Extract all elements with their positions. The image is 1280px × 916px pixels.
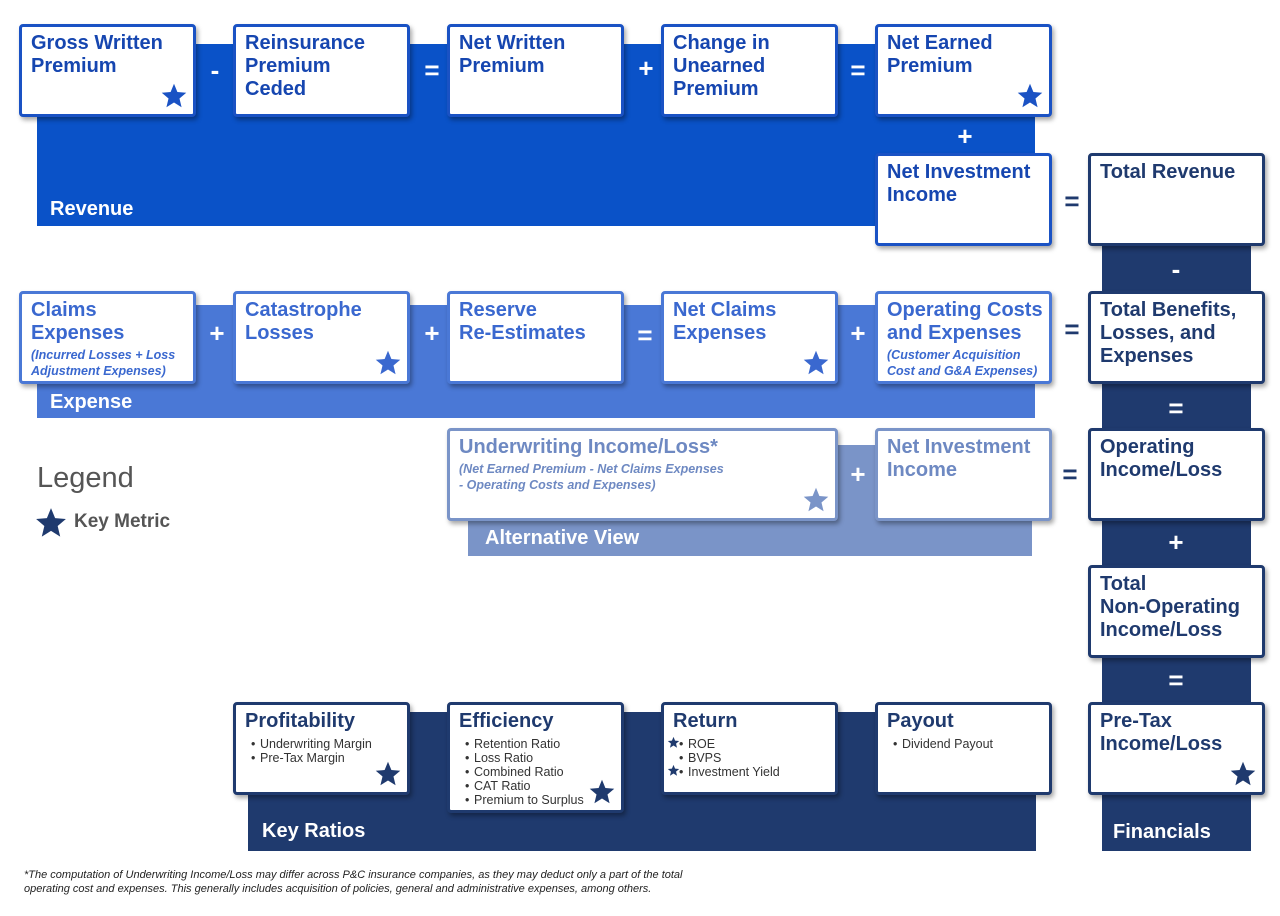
list-item: •Underwriting Margin (251, 737, 372, 751)
equals-operator: = (1168, 665, 1184, 695)
plus-operator: + (209, 318, 225, 348)
change-in-unearned-premium-box: Change in Unearned Premium (661, 24, 838, 117)
payout-title: Payout (887, 710, 954, 732)
list-item: •ROE (679, 737, 826, 751)
list-item: •BVPS (679, 751, 722, 765)
net-investment-income-box: Net Investment Income (875, 153, 1052, 246)
net-earned-premium-title: Net Earned Premium (887, 32, 993, 77)
list-item: •Investment Yield (679, 765, 826, 779)
key-metric-star-icon (160, 82, 188, 110)
equals-operator: = (1064, 186, 1080, 216)
list-item: •Loss Ratio (465, 751, 534, 765)
key-metric-star-icon (667, 764, 680, 777)
equals-operator: = (850, 55, 866, 85)
gross-written-premium-title: Gross Written Premium (31, 32, 163, 77)
net-claims-expenses-box: Net Claims Expenses (661, 291, 838, 384)
plus-operator: + (850, 459, 866, 489)
efficiency-title: Efficiency (459, 710, 554, 732)
alternative-band-label: Alternative View (485, 527, 640, 549)
footnote: *The computation of Underwriting Income/… (24, 869, 683, 895)
key-ratios-band-label: Key Ratios (262, 820, 366, 842)
financials-band-label: Financials (1113, 821, 1211, 843)
return-list: •ROE •BVPS •Investment Yield (679, 737, 826, 779)
profitability-title: Profitability (245, 710, 356, 732)
key-metric-star-icon (1229, 760, 1257, 788)
key-metric-star-icon (374, 349, 402, 377)
legend-title: Legend (37, 462, 134, 494)
key-metric-star-icon (1016, 82, 1044, 110)
alt-net-investment-income-box: Net Investment Income (875, 428, 1052, 521)
return-box: Return •ROE •BVPS •Investment Yield (661, 702, 838, 795)
gross-written-premium-box: Gross Written Premium (19, 24, 196, 117)
underwriting-income-box: Underwriting Income/Loss* (Net Earned Pr… (447, 428, 838, 521)
efficiency-box: Efficiency •Retention Ratio •Loss Ratio … (447, 702, 624, 813)
total-benefits-box: Total Benefits, Losses, and Expenses (1088, 291, 1265, 384)
total-revenue-box: Total Revenue (1088, 153, 1265, 246)
operating-income-title: Operating Income/Loss (1100, 436, 1223, 481)
plus-operator: + (850, 318, 866, 348)
key-metric-star-icon (374, 760, 402, 788)
legend-key-metric-label: Key Metric (74, 511, 171, 532)
net-claims-expenses-title: Net Claims Expenses (673, 299, 777, 344)
pre-tax-income-title: Pre-Tax Income/Loss (1100, 710, 1223, 755)
expense-band-label: Expense (50, 391, 133, 413)
payout-list: •Dividend Payout (893, 737, 1040, 751)
claims-expenses-title: Claims Expenses (31, 299, 125, 344)
plus-operator: + (638, 53, 654, 83)
plus-operator: + (1168, 527, 1184, 557)
list-item: •Premium to Surplus (465, 793, 584, 807)
plus-operator: + (957, 121, 973, 151)
key-metric-star-icon (667, 736, 680, 749)
reinsurance-premium-ceded-title: Reinsurance Premium Ceded (245, 32, 366, 100)
minus-operator: - (210, 55, 220, 85)
underwriting-income-subtitle: (Net Earned Premium - Net Claims Expense… (459, 462, 724, 492)
plus-operator: + (424, 318, 440, 348)
total-revenue-title: Total Revenue (1100, 161, 1236, 183)
operating-costs-title: Operating Costs and Expenses (887, 299, 1043, 344)
equals-operator: = (637, 320, 653, 350)
underwriting-income-title: Underwriting Income/Loss* (459, 436, 718, 458)
change-in-unearned-premium-title: Change in Unearned Premium (673, 32, 770, 100)
key-metric-star-icon (588, 778, 616, 806)
list-item: •Dividend Payout (893, 737, 994, 751)
claims-expenses-box: Claims Expenses (Incurred Losses + Loss … (19, 291, 196, 384)
reserve-re-estimates-box: Reserve Re-Estimates (447, 291, 624, 384)
key-metric-star-icon (802, 486, 830, 514)
reinsurance-premium-ceded-box: Reinsurance Premium Ceded (233, 24, 410, 117)
equals-operator: = (424, 55, 440, 85)
operating-costs-box: Operating Costs and Expenses (Customer A… (875, 291, 1052, 384)
non-operating-income-box: Total Non-Operating Income/Loss (1088, 565, 1265, 658)
return-title: Return (673, 710, 738, 732)
list-item: •CAT Ratio (465, 779, 531, 793)
key-metric-star-icon (802, 349, 830, 377)
minus-operator: - (1171, 254, 1181, 284)
operating-costs-subtitle: (Customer Acquisition Cost and G&A Expen… (887, 348, 1038, 378)
revenue-band-label: Revenue (50, 198, 134, 220)
list-item: •Pre-Tax Margin (251, 751, 345, 765)
net-written-premium-box: Net Written Premium (447, 24, 624, 117)
equals-operator: = (1064, 314, 1080, 344)
operating-income-box: Operating Income/Loss (1088, 428, 1265, 521)
net-investment-income-title: Net Investment Income (887, 161, 1031, 206)
equals-operator: = (1168, 393, 1184, 423)
net-written-premium-title: Net Written Premium (459, 32, 566, 77)
profitability-list: •Underwriting Margin •Pre-Tax Margin (251, 737, 398, 765)
total-benefits-title: Total Benefits, Losses, and Expenses (1100, 299, 1237, 367)
profitability-box: Profitability •Underwriting Margin •Pre-… (233, 702, 410, 795)
list-item: •Combined Ratio (465, 765, 564, 779)
catastrophe-losses-title: Catastrophe Losses (245, 299, 362, 344)
payout-box: Payout •Dividend Payout (875, 702, 1052, 795)
efficiency-list: •Retention Ratio •Loss Ratio •Combined R… (465, 737, 612, 807)
reserve-re-estimates-title: Reserve Re-Estimates (459, 299, 586, 344)
pre-tax-income-box: Pre-Tax Income/Loss (1088, 702, 1265, 795)
legend-star-icon (34, 506, 68, 540)
net-earned-premium-box: Net Earned Premium (875, 24, 1052, 117)
equals-operator: = (1062, 459, 1078, 489)
list-item: •Retention Ratio (465, 737, 561, 751)
non-operating-income-title: Total Non-Operating Income/Loss (1100, 573, 1240, 641)
claims-expenses-subtitle: (Incurred Losses + Loss Adjustment Expen… (31, 348, 176, 378)
alt-net-investment-income-title: Net Investment Income (887, 436, 1031, 481)
catastrophe-losses-box: Catastrophe Losses (233, 291, 410, 384)
